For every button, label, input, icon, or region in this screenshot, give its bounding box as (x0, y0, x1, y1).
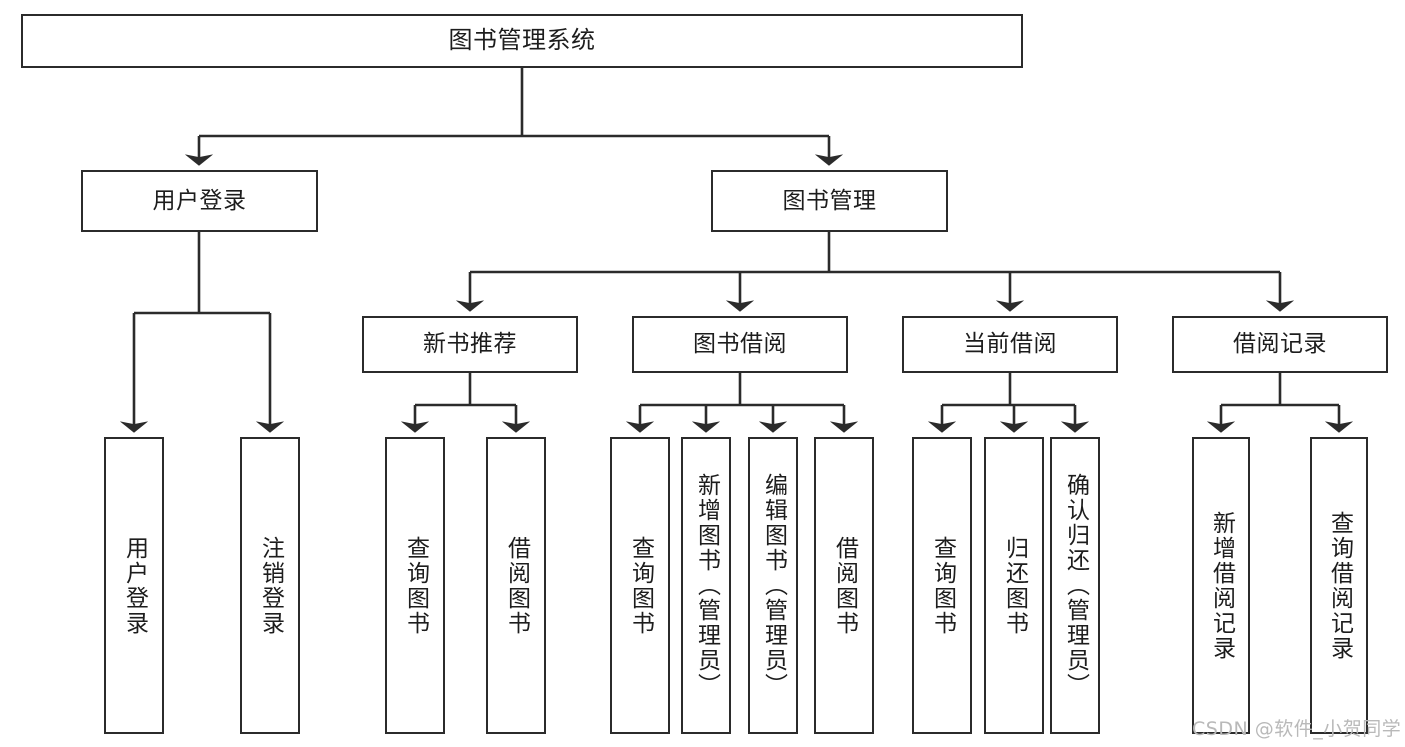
leaf-borrow-book-1[interactable]: 借阅图书 (486, 437, 546, 734)
leaf-query-book-3-label: 查询图书 (929, 535, 956, 636)
leaf-add-book-admin[interactable]: 新增图书（管理员） (681, 437, 731, 734)
node-new-book-recommend-label: 新书推荐 (423, 331, 517, 358)
node-root[interactable]: 图书管理系统 (21, 14, 1023, 68)
leaf-add-borrow-record[interactable]: 新增借阅记录 (1192, 437, 1250, 734)
node-user-login-label: 用户登录 (152, 187, 247, 214)
leaf-user-login[interactable]: 用户登录 (104, 437, 164, 734)
node-new-book-recommend[interactable]: 新书推荐 (362, 316, 578, 373)
leaf-confirm-return-admin-label: 确认归还（管理员） (1062, 473, 1089, 698)
csdn-watermark: CSDN @软件_小贺同学 (1192, 718, 1402, 740)
leaf-logout-login[interactable]: 注销登录 (240, 437, 300, 734)
leaf-query-book-1[interactable]: 查询图书 (385, 437, 445, 734)
leaf-borrow-book-2[interactable]: 借阅图书 (814, 437, 874, 734)
leaf-edit-book-admin-label: 编辑图书（管理员） (760, 473, 787, 698)
leaf-user-login-label: 用户登录 (121, 535, 148, 636)
leaf-query-borrow-record-label: 查询借阅记录 (1326, 510, 1353, 661)
node-book-borrow[interactable]: 图书借阅 (632, 316, 848, 373)
leaf-borrow-book-1-label: 借阅图书 (503, 535, 530, 636)
leaf-query-book-3[interactable]: 查询图书 (912, 437, 972, 734)
node-book-borrow-label: 图书借阅 (693, 331, 787, 358)
node-borrow-record-label: 借阅记录 (1233, 331, 1327, 358)
node-root-label: 图书管理系统 (448, 26, 596, 55)
leaf-add-book-admin-label: 新增图书（管理员） (693, 473, 720, 698)
node-current-borrow-label: 当前借阅 (963, 331, 1057, 358)
leaf-query-book-2-label: 查询图书 (627, 535, 654, 636)
node-borrow-record[interactable]: 借阅记录 (1172, 316, 1388, 373)
leaf-return-book[interactable]: 归还图书 (984, 437, 1044, 734)
leaf-logout-login-label: 注销登录 (257, 535, 284, 636)
leaf-confirm-return-admin[interactable]: 确认归还（管理员） (1050, 437, 1100, 734)
node-book-manage[interactable]: 图书管理 (711, 170, 948, 232)
leaf-query-borrow-record[interactable]: 查询借阅记录 (1310, 437, 1368, 734)
leaf-borrow-book-2-label: 借阅图书 (831, 535, 858, 636)
node-user-login[interactable]: 用户登录 (81, 170, 318, 232)
leaf-add-borrow-record-label: 新增借阅记录 (1208, 510, 1235, 661)
node-book-manage-label: 图书管理 (782, 187, 877, 214)
node-current-borrow[interactable]: 当前借阅 (902, 316, 1118, 373)
leaf-edit-book-admin[interactable]: 编辑图书（管理员） (748, 437, 798, 734)
leaf-query-book-1-label: 查询图书 (402, 535, 429, 636)
leaf-return-book-label: 归还图书 (1001, 535, 1028, 636)
leaf-query-book-2[interactable]: 查询图书 (610, 437, 670, 734)
